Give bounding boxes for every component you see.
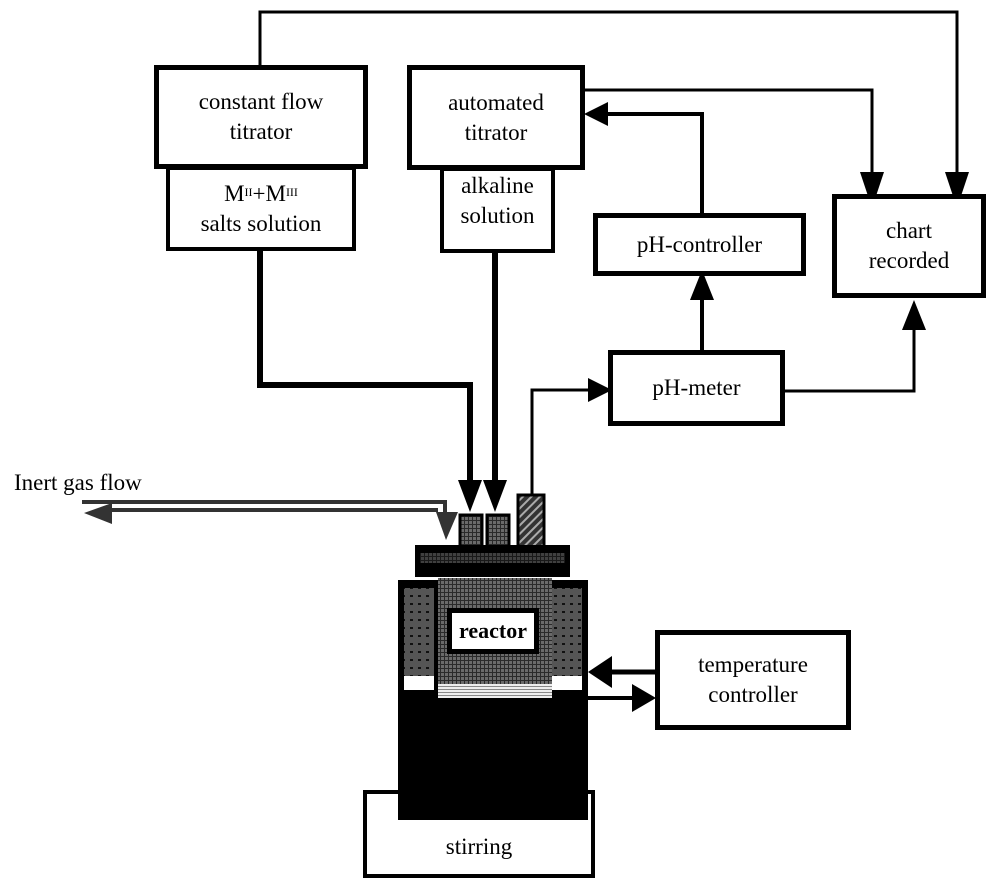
reactor-lid-pattern: [420, 553, 565, 563]
ph-controller-label: pH-controller: [636, 231, 763, 257]
constant-flow-titrator-box: constant flow titrator: [154, 65, 368, 169]
reactor-label-box: reactor: [447, 608, 539, 654]
edge-salts-to-reactor: [257, 248, 473, 482]
inert-gas-flow-label: Inert gas flow: [14, 470, 142, 495]
alkaline-solution-box: alkaline solution: [440, 167, 555, 253]
edge-probe-to-phm: [530, 388, 590, 495]
stirring-label: stirring: [445, 834, 513, 859]
automated-titrator-box: automated titrator: [407, 65, 585, 170]
reactor-base-block: [398, 790, 588, 820]
jacket-left-fill: [404, 588, 434, 676]
arrowhead-down-icon: [458, 480, 482, 512]
temperature-controller-box: temperature controller: [655, 630, 851, 730]
alkaline-solution-line1: alkaline: [461, 173, 534, 198]
arrowhead-up-icon: [902, 300, 926, 330]
formula-sup-ii: II: [244, 184, 253, 199]
edge-cft-to-chart: [258, 10, 959, 200]
gas-inlet-arrowhead-icon: [436, 512, 458, 540]
arrowhead-left-icon: [84, 503, 112, 524]
constant-flow-titrator-line2: titrator: [229, 119, 293, 144]
edge-at-to-chart: [580, 88, 874, 200]
arrowhead-down-icon: [860, 172, 884, 208]
edge-inert-gas: [82, 500, 447, 530]
arrowhead-left-icon: [584, 102, 608, 126]
chart-recorded-line1: chart: [886, 218, 932, 243]
salts-solution-line2: salts solution: [200, 210, 322, 236]
formula-m: M: [224, 180, 245, 206]
arrowhead-right-icon: [632, 684, 656, 712]
arrowhead-down-icon: [945, 172, 969, 208]
formula-plus-m: +M: [252, 180, 286, 206]
ph-meter-label: pH-meter: [652, 375, 741, 400]
formula-sup-iii: III: [285, 184, 298, 199]
reactor-probe-hatched: [516, 493, 546, 553]
temperature-controller-line1: temperature: [698, 652, 808, 677]
temperature-controller-line2: controller: [708, 682, 798, 707]
chart-recorded-line2: recorded: [868, 248, 950, 273]
jacket-left-level: [404, 676, 434, 690]
edge-phc-to-at: [600, 112, 704, 214]
salts-solution-box: MII+MIII salts solution: [166, 166, 356, 251]
arrowhead-left-icon: [588, 656, 612, 688]
arrowhead-down-icon: [483, 480, 507, 512]
arrowhead-right-icon: [588, 378, 612, 402]
jacket-right-level: [552, 676, 582, 690]
jacket-right-fill: [552, 588, 582, 676]
salts-solution-formula: MII+MIII: [224, 179, 298, 209]
edge-phm-to-chart: [784, 330, 916, 393]
reactor-label: reactor: [459, 618, 527, 643]
ph-controller-box: pH-controller: [593, 213, 806, 276]
automated-titrator-line1: automated: [448, 89, 544, 115]
automated-titrator-line2: titrator: [464, 119, 528, 145]
ph-meter-box: pH-meter: [608, 350, 785, 426]
arrowhead-up-icon: [690, 270, 714, 300]
chart-recorded-box: chart recorded: [832, 194, 986, 298]
constant-flow-titrator-line1: constant flow: [198, 89, 324, 114]
alkaline-solution-line2: solution: [460, 203, 535, 228]
reactor-bottom-layer: [438, 684, 552, 698]
